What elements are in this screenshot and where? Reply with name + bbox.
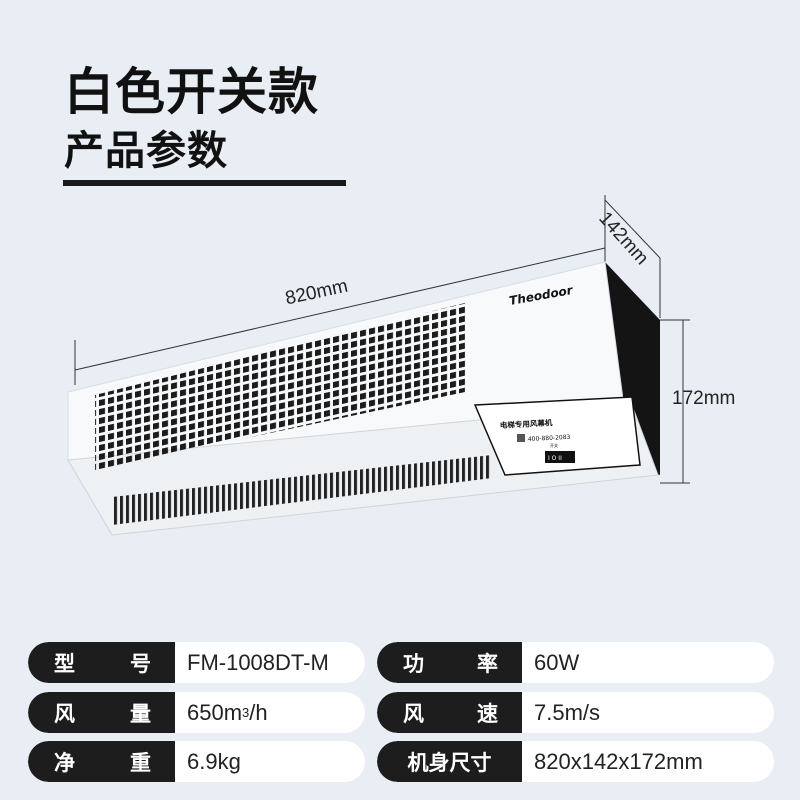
switch-label: 开关 [550, 442, 558, 448]
qr-code-icon [517, 434, 525, 442]
page-title: 白色开关款 [64, 63, 319, 121]
spec-row-power: 功率 60W [377, 642, 774, 683]
switch-marks: I O II [548, 455, 562, 462]
spec-label-cell: 风量 [28, 692, 175, 733]
spec-row-dimensions: 机身尺寸 820x142x172mm [377, 741, 774, 782]
control-label-panel [473, 396, 641, 476]
spec-row-model: 型号 FM-1008DT-M [28, 642, 365, 683]
spec-label: 量 [130, 701, 151, 726]
spec-label: 速 [477, 701, 498, 726]
spec-label-cell: 风速 [377, 692, 522, 733]
spec-row-weight: 净重 6.9kg [28, 741, 365, 782]
spec-label: 机身尺寸 [407, 750, 492, 775]
spec-label: 率 [477, 651, 498, 676]
grille-lower [112, 455, 492, 525]
spec-value: 6.9kg [187, 748, 241, 774]
spec-value: 7.5m/s [534, 699, 601, 725]
spec-label: 净 [54, 750, 75, 775]
spec-value-superscript: 3 [242, 705, 250, 720]
label-title: 电梯专用风幕机 [500, 417, 553, 430]
spec-value: 60W [534, 649, 580, 675]
dimension-lines [74, 195, 690, 484]
height-dimension: 172mm [672, 388, 736, 409]
spec-value: FM-1008DT-M [187, 649, 329, 675]
spec-row-wind-speed: 风速 7.5m/s [377, 692, 774, 733]
spec-value-unit: /h [249, 699, 268, 725]
spec-label-cell: 机身尺寸 [377, 741, 522, 782]
spec-label: 号 [130, 651, 151, 676]
spec-value-number: 650m [187, 699, 243, 725]
spec-label-cell: 型号 [28, 642, 175, 683]
air-curtain-product-image: 电梯专用风幕机 400-880-2083 开关 I O II Theodoor [67, 195, 690, 536]
label-phone: 400-880-2083 [528, 434, 571, 443]
spec-label: 重 [130, 750, 151, 775]
spec-label: 风 [54, 701, 75, 726]
spec-label: 功 [403, 651, 424, 676]
title-divider [63, 180, 346, 186]
power-switch [545, 451, 575, 463]
unit-black-side [605, 262, 660, 475]
grille-upper [95, 303, 465, 470]
spec-value: 820x142x172mm [534, 748, 703, 774]
spec-label: 型 [54, 651, 75, 676]
spec-label-cell: 功率 [377, 642, 522, 683]
page-subtitle: 产品参数 [64, 128, 228, 174]
spec-label: 风 [403, 701, 424, 726]
spec-label-cell: 净重 [28, 741, 175, 782]
